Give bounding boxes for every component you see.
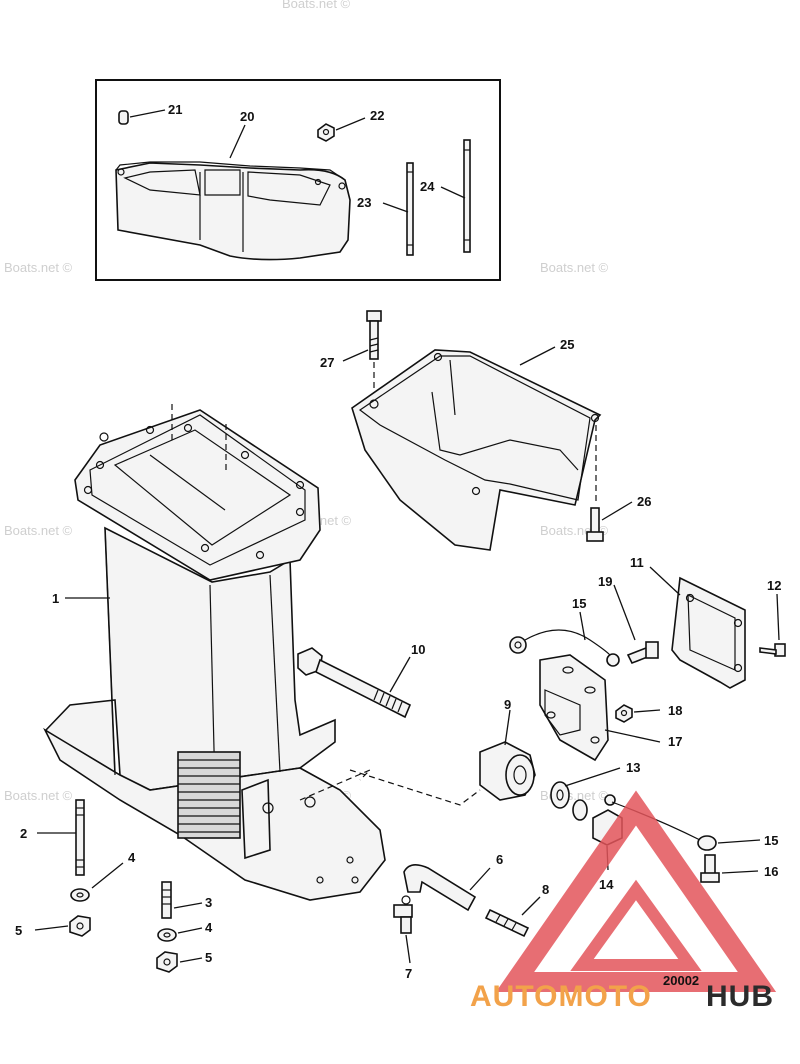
- part-16-screw: [700, 854, 720, 883]
- callout-7: 7: [405, 966, 412, 981]
- callout-13: 13: [626, 760, 640, 775]
- callout-14: 14: [599, 877, 614, 892]
- part-5-nut-2: [156, 951, 178, 973]
- part-4-washer: [70, 888, 90, 902]
- part-27-bolt: [366, 310, 382, 360]
- inset-frame: [95, 79, 501, 281]
- brand-text-automoto: AUTOMOTO: [470, 980, 652, 1013]
- callout-23: 23: [357, 195, 371, 210]
- part-15-ground-strap: [509, 629, 620, 667]
- part-21-pin: [118, 110, 129, 125]
- part-9-mount: [479, 741, 536, 801]
- callout-24: 24: [420, 179, 435, 194]
- watermark: Boats.net ©: [4, 523, 73, 538]
- watermark: Boats.net ©: [4, 788, 73, 803]
- callout-1: 1: [52, 591, 59, 606]
- callout-12: 12: [767, 578, 781, 593]
- brand-wordmark: AUTOMOTO HUB: [470, 980, 774, 1013]
- callout-27: 27: [320, 355, 334, 370]
- part-12-screw: [759, 643, 786, 657]
- part-22-nut: [317, 123, 335, 142]
- callout-15-lower: 15: [764, 833, 778, 848]
- callout-9: 9: [504, 697, 511, 712]
- callout-25: 25: [560, 337, 574, 352]
- part-20-adapter-plate: [115, 161, 351, 261]
- part-3-stud: [161, 881, 172, 919]
- callout-11: 11: [630, 555, 644, 570]
- part-8-stud: [484, 908, 530, 938]
- drawing-number: 20002: [663, 973, 699, 988]
- callout-3: 3: [205, 895, 212, 910]
- callout-18: 18: [668, 703, 682, 718]
- part-1-driveshaft-housing: [43, 404, 386, 901]
- callout-labels: 21 20 22 23 24 25 27 26 11 12 19 15 18 1…: [15, 102, 781, 981]
- part-19-screw: [626, 641, 659, 665]
- part-24-stud: [463, 139, 471, 253]
- callout-4: 4: [128, 850, 136, 865]
- watermark: Boats.net ©: [540, 260, 609, 275]
- part-10-long-bolt: [297, 647, 412, 719]
- callout-19: 19: [598, 574, 612, 589]
- part-23-stud: [406, 162, 414, 256]
- callout-2: 2: [20, 826, 27, 841]
- part-18-nut: [615, 704, 633, 723]
- watermark: Boats.net ©: [282, 0, 351, 11]
- part-14-nut: [572, 799, 623, 846]
- callout-26: 26: [637, 494, 651, 509]
- callout-10: 10: [411, 642, 425, 657]
- callout-5-second: 5: [205, 950, 212, 965]
- part-17-bracket: [539, 654, 609, 762]
- callout-20: 20: [240, 109, 254, 124]
- part-26-screw: [586, 507, 604, 542]
- part-7-fitting: [393, 895, 413, 934]
- part-6-water-tube: [403, 864, 477, 912]
- part-15-ground-strap-lower: [604, 794, 717, 851]
- part-2-stud: [75, 799, 85, 876]
- callout-16: 16: [764, 864, 778, 879]
- callout-5: 5: [15, 923, 22, 938]
- callout-15: 15: [572, 596, 586, 611]
- callout-6: 6: [496, 852, 503, 867]
- callout-21: 21: [168, 102, 182, 117]
- callout-17: 17: [668, 734, 682, 749]
- part-4-washer-2: [157, 928, 177, 942]
- callout-4-second: 4: [205, 920, 213, 935]
- watermark: Boats.net ©: [4, 260, 73, 275]
- callout-22: 22: [370, 108, 384, 123]
- brand-text-hub: HUB: [706, 980, 774, 1013]
- part-25-cover: [351, 349, 602, 551]
- part-11-plate: [671, 576, 746, 689]
- part-5-nut: [69, 915, 91, 937]
- callout-8: 8: [542, 882, 549, 897]
- brand-logo-mark: [495, 790, 777, 992]
- part-13-washer: [550, 781, 570, 809]
